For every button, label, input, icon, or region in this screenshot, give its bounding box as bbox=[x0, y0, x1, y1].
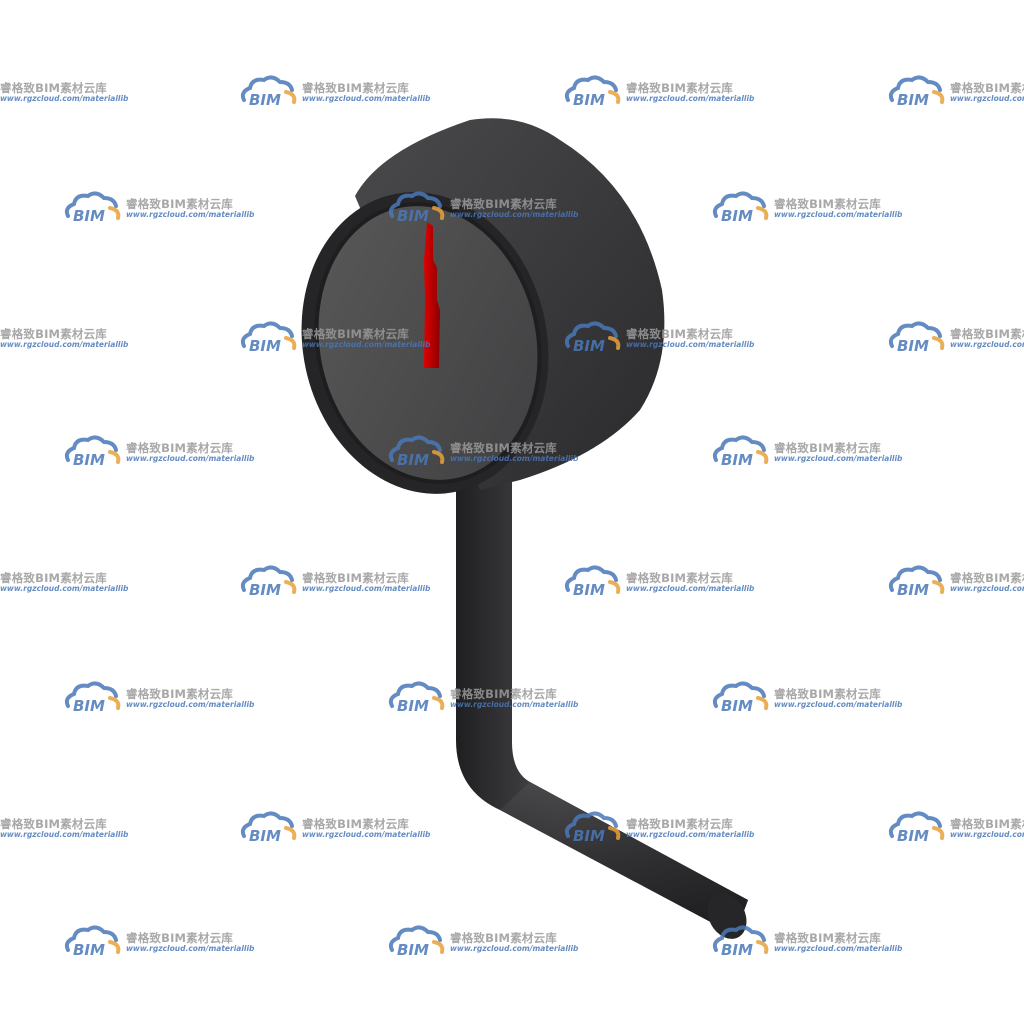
gauge-needle bbox=[424, 222, 440, 368]
gauge-stem bbox=[456, 480, 748, 939]
